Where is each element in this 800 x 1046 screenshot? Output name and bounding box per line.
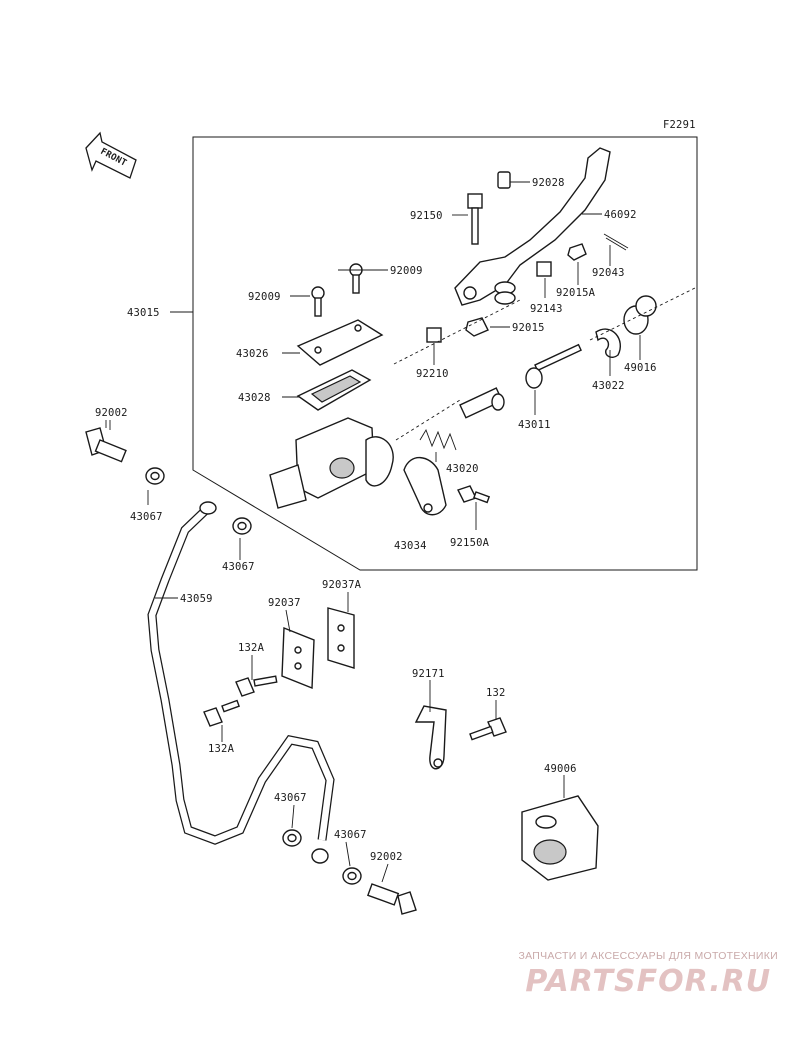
label-43067a: 43067 xyxy=(130,511,163,523)
label-92015A: 92015A xyxy=(556,287,596,299)
label-92043: 92043 xyxy=(592,267,625,279)
bolt-92150A xyxy=(457,485,491,504)
bracket-92037A xyxy=(327,607,355,669)
label-92171: 92171 xyxy=(412,668,445,680)
washer-43067d xyxy=(342,867,362,885)
front-arrow-icon: FRONT xyxy=(85,131,137,179)
label-132: 132 xyxy=(486,687,506,699)
banjo-bolt-top xyxy=(85,420,127,463)
clamp-92171 xyxy=(414,705,447,770)
pivot-bolt xyxy=(467,193,483,245)
label-43020: 43020 xyxy=(446,463,479,475)
washer-43067b xyxy=(232,517,252,535)
label-132A-bottom: 132A xyxy=(208,743,235,755)
watermark-tagline: ЗАПЧАСТИ И АКСЕССУАРЫ ДЛЯ МОТОТЕХНИКИ xyxy=(518,950,778,962)
label-43059: 43059 xyxy=(180,593,213,605)
label-43067b: 43067 xyxy=(222,561,255,573)
master-cylinder-body xyxy=(269,417,394,509)
holder-49006 xyxy=(521,795,599,881)
spring xyxy=(419,428,457,451)
assembly-frame xyxy=(192,136,698,571)
label-92002-bottom: 92002 xyxy=(370,851,403,863)
label-132A-top: 132A xyxy=(238,642,265,654)
label-43026: 43026 xyxy=(236,348,269,360)
label-43034: 43034 xyxy=(394,540,427,552)
label-49006: 49006 xyxy=(544,763,577,775)
lever-washers xyxy=(494,281,516,305)
leader-lines xyxy=(170,181,696,530)
bolt-132Aa xyxy=(235,675,278,697)
collar-92143 xyxy=(536,261,552,277)
label-92143: 92143 xyxy=(530,303,563,315)
label-46092: 46092 xyxy=(604,209,637,221)
bracket-92037 xyxy=(281,626,315,690)
label-43067c: 43067 xyxy=(274,792,307,804)
reservoir-cap xyxy=(296,319,384,366)
bolt-132 xyxy=(469,717,507,741)
screw-92009a xyxy=(311,286,325,317)
label-43028: 43028 xyxy=(238,392,271,404)
label-92009a: 92009 xyxy=(248,291,281,303)
circlip xyxy=(595,328,621,358)
part-92210 xyxy=(426,327,442,343)
label-92037: 92037 xyxy=(268,597,301,609)
leader-lines-outside xyxy=(109,420,565,883)
label-92002-top: 92002 xyxy=(95,407,128,419)
dust-boot xyxy=(623,295,657,335)
label-92015: 92015 xyxy=(512,322,545,334)
label-92150: 92150 xyxy=(410,210,443,222)
label-43022: 43022 xyxy=(592,380,625,392)
nut-92015 xyxy=(465,317,489,337)
label-43067d: 43067 xyxy=(334,829,367,841)
watermark: ЗАПЧАСТИ И АКСЕССУАРЫ ДЛЯ МОТОТЕХНИКИ PA… xyxy=(518,950,778,999)
label-92150A: 92150A xyxy=(450,537,490,549)
holder-clamp xyxy=(403,456,447,516)
cotter-pin xyxy=(603,233,629,251)
watermark-logo: PARTSFOR.RU xyxy=(525,964,772,999)
adjuster-92028 xyxy=(497,171,511,189)
label-92037A: 92037A xyxy=(322,579,362,591)
screw-92009b xyxy=(349,263,363,294)
nut-92015A xyxy=(567,243,587,261)
brake-hose xyxy=(147,501,335,864)
label-43015: 43015 xyxy=(127,307,160,319)
banjo-bolt-bottom xyxy=(366,883,417,915)
label-43011: 43011 xyxy=(518,419,551,431)
push-rod xyxy=(525,343,582,389)
label-92028: 92028 xyxy=(532,177,565,189)
label-92009b: 92009 xyxy=(390,265,423,277)
piston-kit xyxy=(459,387,505,419)
label-49016: 49016 xyxy=(624,362,657,374)
label-92210: 92210 xyxy=(416,368,449,380)
washer-43067c xyxy=(282,829,302,847)
bolt-132Ab xyxy=(203,699,240,727)
figure-code: F2291 xyxy=(663,119,696,131)
washer-43067a xyxy=(145,467,165,485)
diaphragm xyxy=(296,369,372,411)
